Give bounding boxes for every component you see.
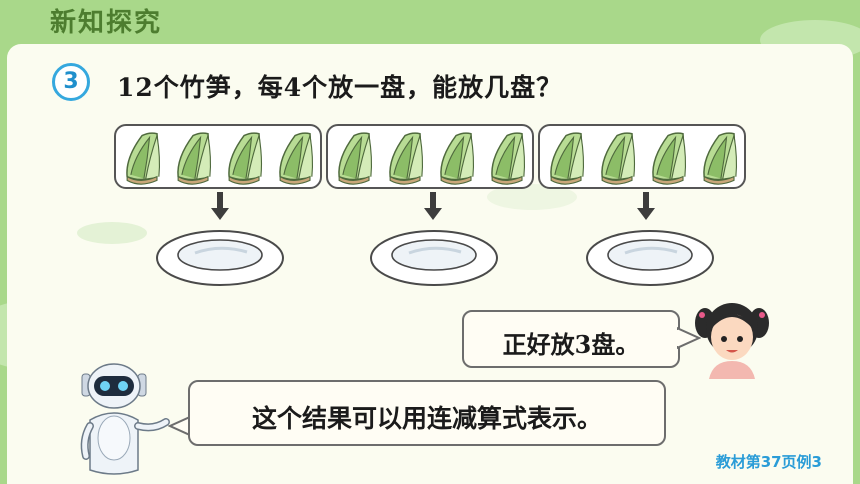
robot-speech-text: 这个结果可以用连减算式表示。 xyxy=(251,404,602,433)
bamboo-shoot-icon xyxy=(491,132,526,185)
plate-icon xyxy=(586,230,714,286)
shoot-group-2 xyxy=(326,124,534,189)
plate-icon xyxy=(370,230,498,286)
bamboo-shoot-icon xyxy=(228,132,263,185)
bamboo-shoot-icon xyxy=(279,132,314,185)
bamboo-shoot-icon xyxy=(177,132,212,185)
plate-icon xyxy=(156,230,284,286)
panel-cloud xyxy=(77,222,147,244)
bamboo-shoot-icon xyxy=(126,132,161,185)
bamboo-shoot-icon xyxy=(389,132,424,185)
shoot-group-3 xyxy=(538,124,746,189)
arrow-down-icon xyxy=(211,192,229,220)
girl-speech-text: 正好放3盘。 xyxy=(502,330,640,359)
robot-avatar xyxy=(80,363,170,475)
section-title: 新知探究 xyxy=(50,8,163,38)
problem-number-badge: 3 xyxy=(52,63,90,101)
bamboo-shoot-icon xyxy=(652,132,687,185)
arrow-down-icon xyxy=(424,192,442,220)
textbook-reference: 教材第37页例3 xyxy=(715,453,822,471)
bubble-tail xyxy=(677,326,701,350)
robot-speech-bubble: 这个结果可以用连减算式表示。 xyxy=(188,380,666,446)
bamboo-shoot-icon xyxy=(440,132,475,185)
girl-speech-bubble: 正好放3盘。 xyxy=(462,310,680,368)
arrow-down-icon xyxy=(637,192,655,220)
problem-question: 12个竹笋，每4个放一盘，能放几盘？ xyxy=(117,73,563,102)
bamboo-shoot-icon xyxy=(601,132,636,185)
bamboo-shoot-icon xyxy=(338,132,373,185)
bamboo-shoot-icon xyxy=(703,132,738,185)
girl-avatar xyxy=(695,303,769,379)
bamboo-shoot-icon xyxy=(550,132,585,185)
shoot-group-1 xyxy=(114,124,322,189)
